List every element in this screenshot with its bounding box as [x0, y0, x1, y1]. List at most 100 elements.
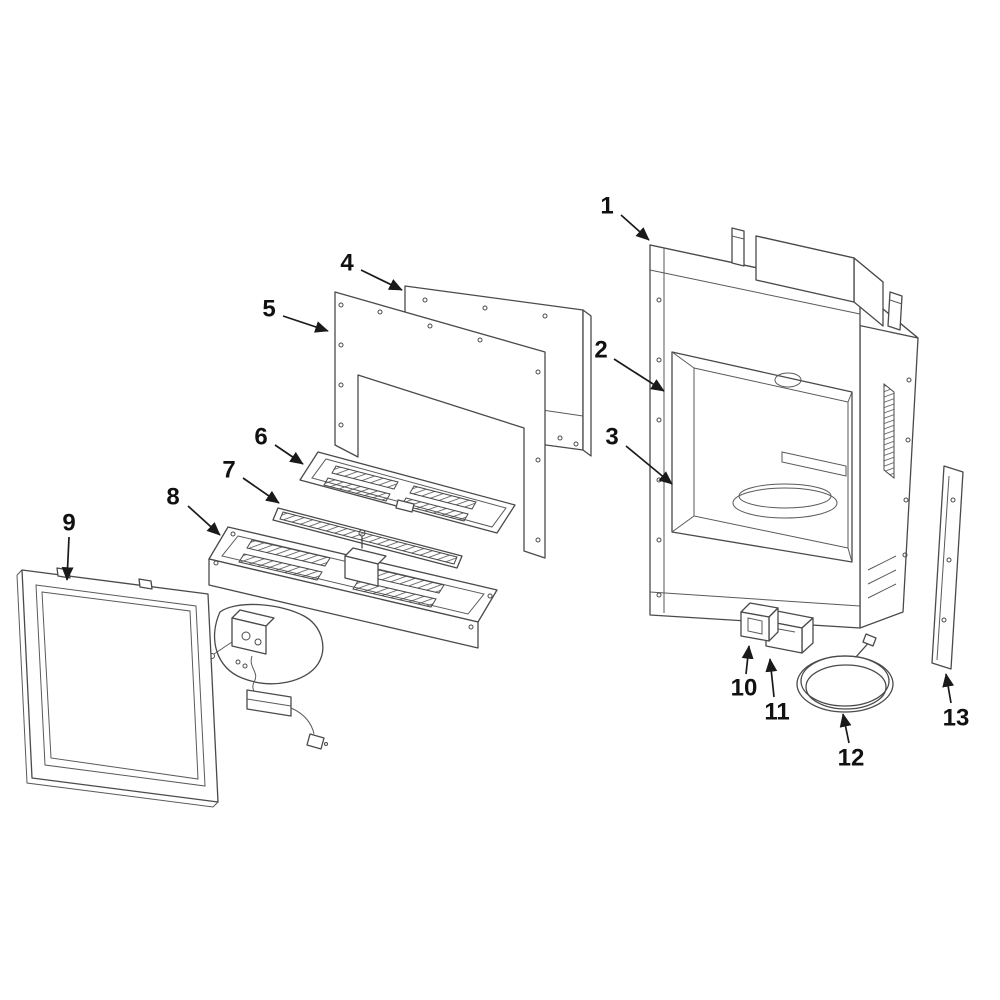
- callout-11-label: 11: [764, 698, 789, 725]
- screw-hole: [213, 560, 219, 566]
- callout-8-arrow: [187, 505, 221, 536]
- callout-10-arrow: [741, 645, 754, 675]
- interior-corner-line: [671, 515, 695, 533]
- callout-9: 9: [61, 509, 76, 581]
- callout-10: 10: [731, 645, 758, 701]
- screw-hole: [487, 593, 493, 599]
- plenum-box-front: [755, 235, 855, 303]
- callout-13-label: 13: [943, 704, 970, 731]
- bracket-channel-opening: [747, 617, 763, 635]
- callout-12: 12: [838, 713, 865, 771]
- screw-hole: [377, 309, 383, 315]
- callout-5: 5: [262, 295, 329, 333]
- side-vent-slot: [883, 382, 895, 480]
- lower-tray-apron: [208, 558, 479, 649]
- callout-12-label: 12: [838, 744, 865, 771]
- screw-hole: [422, 297, 428, 303]
- screw-hole: [656, 537, 662, 543]
- callout-7: 7: [222, 456, 280, 504]
- hatched-slot: [238, 553, 323, 581]
- screw-hole: [903, 497, 909, 503]
- callout-3-label: 3: [605, 423, 618, 450]
- center-bracket-front: [344, 555, 379, 587]
- side-louver: [867, 583, 897, 599]
- rear-panel-end-flange: [582, 309, 592, 457]
- valve-knob: [254, 638, 262, 646]
- part-7-grate-rail: [272, 507, 463, 569]
- front-top-flange-line: [649, 269, 861, 315]
- door-thickness-edge: [16, 574, 219, 808]
- screw-hole: [905, 437, 911, 443]
- flue-hole: [774, 372, 802, 388]
- lower-tray-inner-border: [221, 535, 485, 615]
- callout-8-label: 8: [166, 483, 179, 510]
- bracket-stem-head: [358, 529, 366, 537]
- callout-10-label: 10: [731, 674, 758, 701]
- screw-hole: [338, 302, 344, 308]
- part-9-glass-door: [16, 567, 219, 808]
- junction-box-seam: [246, 698, 292, 707]
- screw-hole: [557, 435, 563, 441]
- burner-pan: [732, 487, 838, 519]
- callout-8: 8: [166, 483, 221, 536]
- callout-2-label: 2: [594, 336, 607, 363]
- interior-corner-line: [847, 547, 853, 563]
- part-8-lower-tray-assembly: [208, 526, 498, 750]
- screw-hole: [535, 537, 541, 543]
- screw-hole: [656, 592, 662, 598]
- part-6-upper-tray: [299, 451, 516, 534]
- igniter-terminal: [235, 659, 241, 665]
- screw-hole: [941, 617, 947, 623]
- callout-7-arrow: [242, 477, 280, 504]
- bracket-notch-line: [731, 235, 745, 240]
- side-louver: [867, 569, 897, 585]
- callout-9-arrow: [61, 536, 74, 581]
- part-5-back-wall-panel: [334, 291, 546, 559]
- screw-hole: [535, 369, 541, 375]
- screw-hole: [902, 552, 908, 558]
- callout-9-label: 9: [62, 509, 75, 536]
- part-12-coiled-cable: [796, 633, 894, 713]
- plug-prong: [324, 742, 328, 746]
- power-cord: [290, 707, 315, 735]
- cable-coil-loop: [805, 664, 887, 710]
- callout-1: 1: [600, 192, 650, 241]
- callout-13-arrow: [942, 673, 955, 704]
- callout-4: 4: [340, 249, 403, 291]
- interior-corner-line: [847, 391, 853, 403]
- trim-strip-bend-line: [936, 475, 950, 661]
- hatched-slot: [352, 580, 437, 608]
- screw-hole: [656, 417, 662, 423]
- screw-hole: [656, 357, 662, 363]
- hatched-slot: [323, 477, 391, 502]
- top-mount-bracket-right: [887, 291, 903, 331]
- valve-knob: [241, 631, 251, 641]
- screw-hole: [230, 531, 236, 537]
- callout-4-label: 4: [340, 249, 354, 276]
- screw-hole: [535, 457, 541, 463]
- screw-hole: [482, 305, 488, 311]
- callout-12-arrow: [839, 713, 852, 744]
- part-10-bracket: [740, 602, 779, 642]
- cord-plug: [306, 733, 325, 750]
- callout-1-label: 1: [600, 192, 613, 219]
- callout-5-arrow: [282, 315, 329, 333]
- hatched-slot: [246, 539, 331, 567]
- screw-hole: [946, 557, 952, 563]
- callout-13: 13: [942, 673, 970, 731]
- screw-hole: [338, 422, 344, 428]
- screw-hole: [338, 342, 344, 348]
- screw-hole: [656, 297, 662, 303]
- part-1-firebox-unit: [649, 227, 919, 629]
- callout-3-arrow: [625, 445, 673, 485]
- screw-hole: [468, 624, 474, 630]
- callout-6-arrow: [274, 444, 304, 465]
- screw-hole: [477, 337, 483, 343]
- callout-2-arrow: [613, 358, 665, 392]
- callout-11: 11: [764, 658, 790, 725]
- side-louver: [867, 555, 897, 571]
- callouts: 1 2 3 4 5 6 7 8: [61, 192, 970, 771]
- door-glass-edge: [41, 591, 199, 780]
